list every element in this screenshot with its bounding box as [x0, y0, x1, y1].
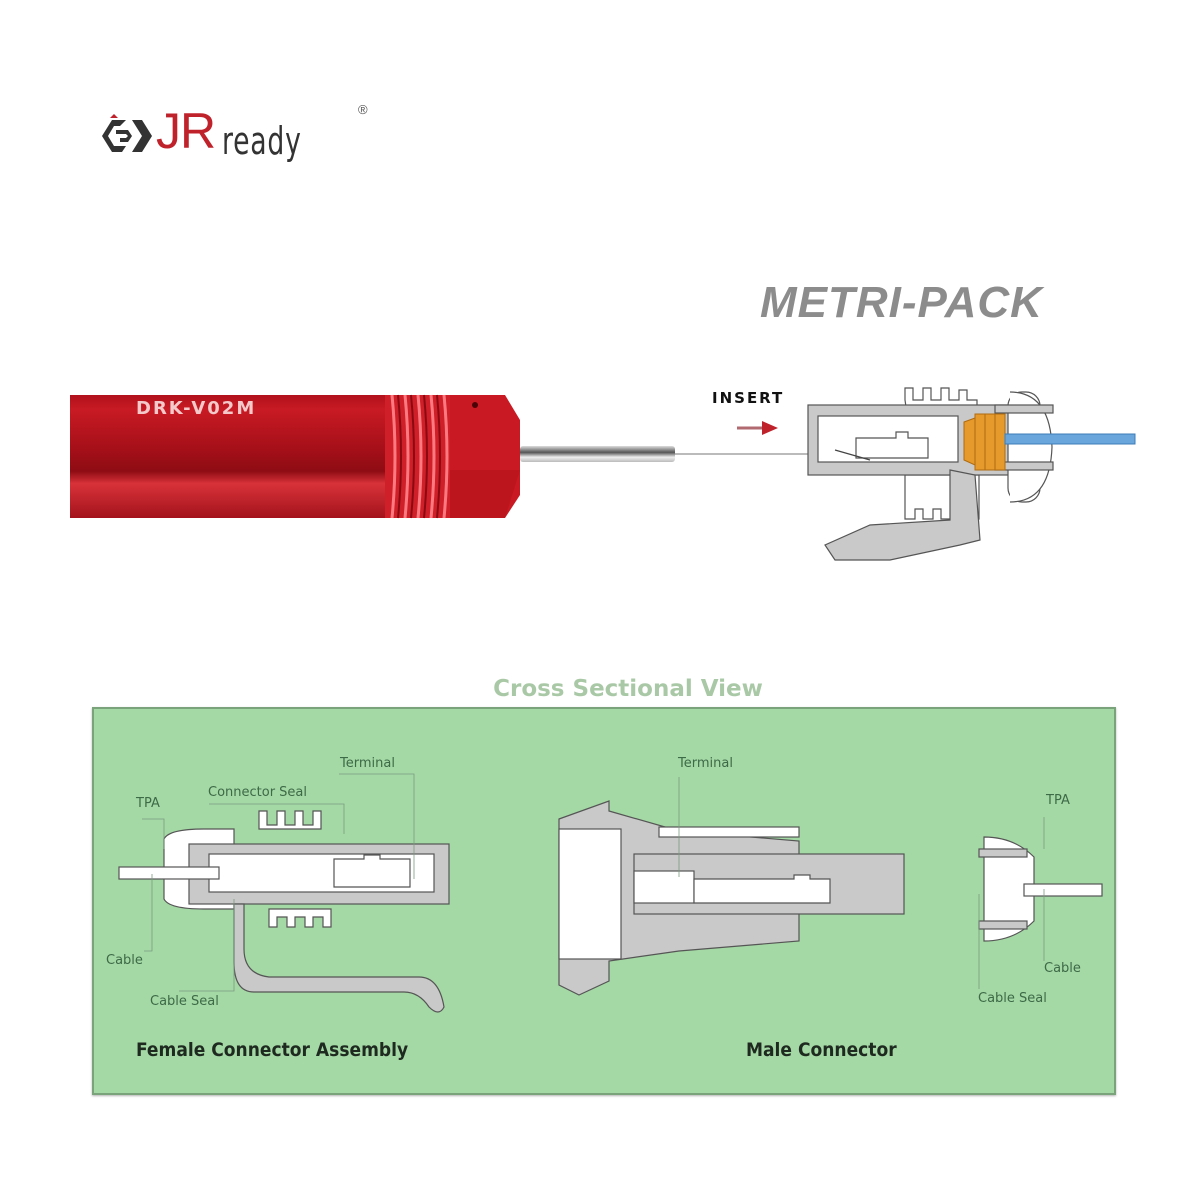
male-connector-caption: Male Connector: [746, 1039, 897, 1061]
brand-logo: JR ready ®: [98, 100, 378, 170]
male-label-terminal: Terminal: [678, 756, 733, 771]
tool-model-label: DRK-V02M: [136, 398, 257, 419]
female-connector-caption: Female Connector Assembly: [136, 1039, 409, 1061]
metri-pack-connector: [807, 387, 1054, 561]
female-label-connector-seal: Connector Seal: [208, 785, 308, 800]
female-label-cable: Cable: [106, 953, 143, 968]
insert-label: INSERT: [712, 389, 785, 407]
logo-ready-text: ready: [222, 119, 302, 163]
male-connector-drawing: [558, 800, 1103, 996]
tool-pin-sleeve: [520, 446, 675, 462]
tool-grip-threads: [385, 394, 450, 519]
female-connector-drawing: [118, 810, 450, 1013]
logo-mark-icon: [102, 114, 152, 152]
tool-hole: [472, 402, 478, 408]
female-label-cable-seal: Cable Seal: [150, 994, 219, 1009]
cable-seal: [963, 413, 1006, 471]
tool-handle: [70, 395, 400, 518]
wire: [1004, 433, 1136, 445]
cross-section-panel: TPA Connector Seal Terminal Cable Cable …: [92, 707, 1116, 1095]
cross-section-title: Cross Sectional View: [493, 676, 763, 702]
logo-jr-text: JR: [156, 103, 216, 159]
female-label-terminal: Terminal: [340, 756, 395, 771]
female-label-tpa: TPA: [136, 796, 160, 811]
male-label-cable: Cable: [1044, 961, 1081, 976]
tool-illustration: [70, 387, 1136, 561]
arrow-right-icon: [737, 421, 778, 435]
cross-section-drawing: [118, 773, 1103, 1013]
male-label-cable-seal: Cable Seal: [978, 991, 1047, 1006]
leader-lines: [142, 773, 1045, 992]
registered-mark: ®: [358, 102, 368, 117]
male-label-tpa: TPA: [1046, 793, 1070, 808]
extraction-tool: [70, 394, 815, 519]
product-title: METRI-PACK: [760, 278, 1043, 327]
